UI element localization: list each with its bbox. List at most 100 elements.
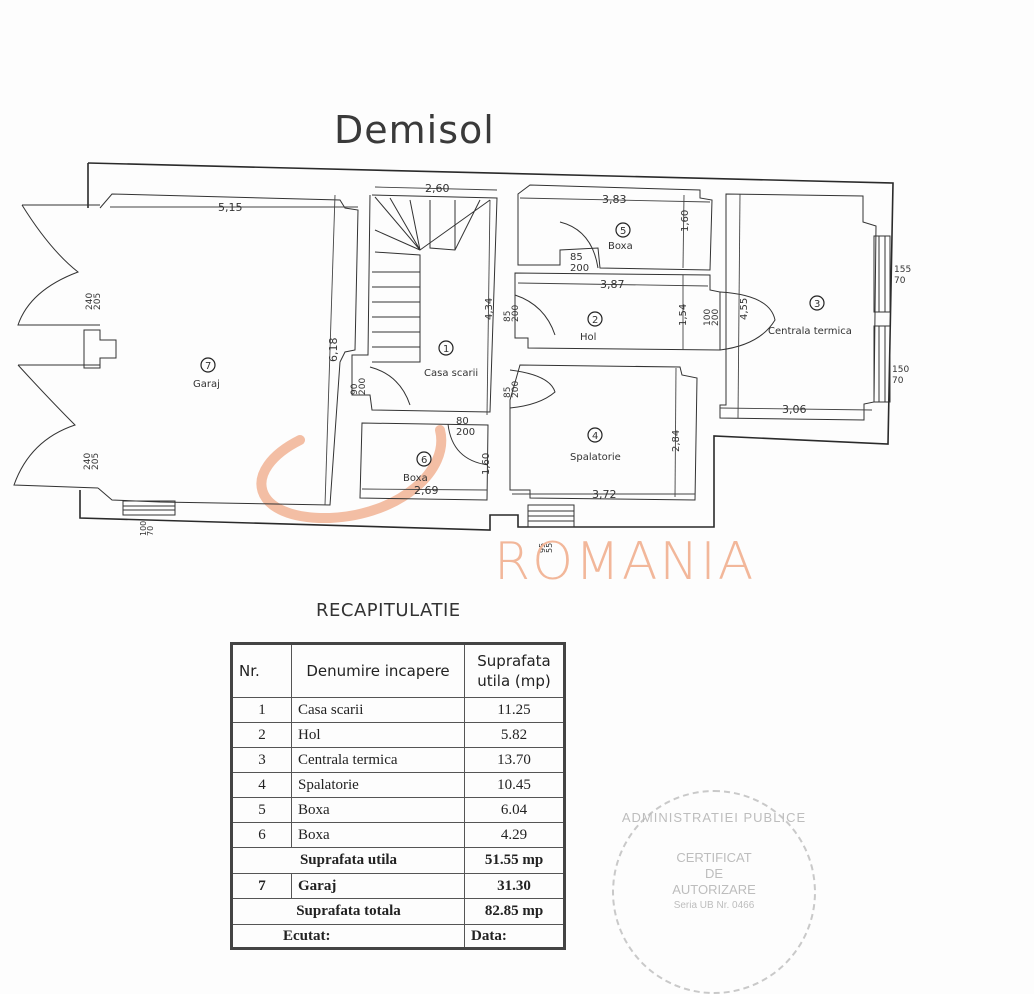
spalatorie-walls xyxy=(509,364,698,501)
room-number-2: 2 xyxy=(592,315,598,326)
window-garaj xyxy=(122,500,176,516)
stamp-line2: DE xyxy=(704,866,724,881)
date-label: Data: xyxy=(464,924,565,949)
boxa6-walls xyxy=(359,422,489,501)
recap-title: RECAPITULATIE xyxy=(316,600,461,621)
table-row: 1 Casa scarii 11.25 xyxy=(231,697,565,723)
header-area: Suprafata utila (mp) xyxy=(464,643,565,698)
garage-door-bottom xyxy=(13,364,100,489)
door-label-stair-w: 90 xyxy=(350,383,360,395)
floor-plan-page: Demisol 5,15 6,18 240 205 240 205 100 70… xyxy=(13,108,911,994)
room-number-circle-7 xyxy=(200,357,216,373)
dim-centrala-height: 4,55 xyxy=(739,298,750,320)
window-label-spalatorie-w: 95 xyxy=(538,543,547,553)
stamp-ring-text: ADMINISTRATIEI PUBLICE xyxy=(621,810,807,825)
door-label-boxa6-w: 80 xyxy=(456,416,469,427)
header-name: Denumire incapere xyxy=(291,643,465,698)
watermark-swoosh-icon xyxy=(256,425,447,524)
boxa5-walls xyxy=(517,184,713,271)
room-label-hol: Hol xyxy=(580,332,596,343)
window-label-centrala-bottom-h: 70 xyxy=(892,376,904,386)
watermark-text: ROMANIA xyxy=(494,532,756,592)
door-spalatorie xyxy=(509,369,556,409)
window-label-centrala-top-w: 155 xyxy=(894,265,911,275)
authorization-stamp: ADMINISTRATIEI PUBLICE CERTIFICAT DE AUT… xyxy=(612,790,816,994)
row-name: Casa scarii xyxy=(291,697,465,723)
door-label-spalatorie-h: 200 xyxy=(511,381,521,398)
table-row: 3 Centrala termica 13.70 xyxy=(231,747,565,773)
door-boxa5 xyxy=(559,221,599,269)
door-label-boxa5-h: 200 xyxy=(570,263,589,274)
door-label-centrala-w: 100 xyxy=(703,309,713,326)
dim-stair-width: 2,60 xyxy=(425,182,450,195)
window-label-centrala-top-h: 70 xyxy=(894,276,906,286)
dim-stair-height: 4,34 xyxy=(484,298,495,320)
garaj-walls xyxy=(97,193,359,506)
window-centrala-bottom xyxy=(873,325,891,403)
door-label-stair-h: 200 xyxy=(358,378,368,395)
header-area-line2: utila (mp) xyxy=(477,672,551,690)
row-nr: 2 xyxy=(231,722,292,748)
row-nr: 6 xyxy=(231,822,292,848)
garage-name: Garaj xyxy=(291,873,465,899)
table-row: 2 Hol 5.82 xyxy=(231,722,565,748)
door-label-garage-top-h: 205 xyxy=(93,293,103,310)
garage-area: 31.30 xyxy=(464,873,565,899)
garage-nr: 7 xyxy=(231,873,292,899)
plan-title: Demisol xyxy=(334,108,495,152)
room-number-circle-3 xyxy=(809,295,825,311)
dim-hol-height: 1,54 xyxy=(678,304,689,326)
row-name: Spalatorie xyxy=(291,772,465,798)
row-area: 6.04 xyxy=(464,797,565,823)
recap-header-row: Nr. Denumire incapere Suprafata utila (m… xyxy=(231,643,565,698)
door-hol-left xyxy=(514,294,556,336)
door-label-garage-bottom-h: 205 xyxy=(91,453,101,470)
subtotal-label: Suprafata utila xyxy=(231,847,465,874)
door-label-boxa5-w: 85 xyxy=(570,252,583,263)
window-label-garaj-h: 70 xyxy=(146,526,155,536)
garage-door-top xyxy=(17,204,100,326)
stamp-line1: CERTIFICAT xyxy=(676,850,752,865)
total-row: Suprafata totala 82.85 mp xyxy=(231,898,565,925)
room-number-4: 4 xyxy=(592,431,598,442)
subtotal-row: Suprafata utila 51.55 mp xyxy=(231,847,565,874)
dim-hol-width: 3,87 xyxy=(600,278,625,291)
room-number-3: 3 xyxy=(814,299,820,310)
header-nr: Nr. xyxy=(231,643,292,698)
window-centrala-top xyxy=(873,235,891,313)
table-row: 6 Boxa 4.29 xyxy=(231,822,565,848)
room-number-circle-6 xyxy=(416,451,432,467)
dim-garaj-height: 6,18 xyxy=(327,338,340,363)
room-number-circle-2 xyxy=(587,311,603,327)
garage-row: 7 Garaj 31.30 xyxy=(231,873,565,899)
dim-boxa6-height: 1,60 xyxy=(481,453,492,475)
centrala-walls xyxy=(719,193,877,421)
total-label: Suprafata totala xyxy=(231,898,465,925)
row-area: 4.29 xyxy=(464,822,565,848)
row-name: Boxa xyxy=(291,797,465,823)
room-number-7: 7 xyxy=(205,361,211,372)
door-label-centrala-h: 200 xyxy=(711,309,721,326)
door-stair-left xyxy=(369,366,411,406)
door-label-spalatorie-w: 85 xyxy=(503,387,513,398)
dim-boxa5-height: 1,60 xyxy=(680,210,691,232)
row-area: 10.45 xyxy=(464,772,565,798)
room-number-6: 6 xyxy=(421,455,427,466)
row-nr: 1 xyxy=(231,697,292,723)
executed-label: Ecutat: xyxy=(231,924,465,949)
room-number-1: 1 xyxy=(443,344,449,355)
dim-spalatorie-height: 2,84 xyxy=(671,430,682,452)
stair-room-walls xyxy=(351,194,498,413)
row-name: Boxa xyxy=(291,822,465,848)
row-nr: 5 xyxy=(231,797,292,823)
door-label-hol-left-w: 85 xyxy=(503,311,513,322)
room-number-circle-4 xyxy=(587,427,603,443)
garage-pillar xyxy=(83,329,117,369)
total-value: 82.85 mp xyxy=(464,898,565,925)
room-number-circle-1 xyxy=(438,340,454,356)
row-area: 11.25 xyxy=(464,697,565,723)
door-centrala xyxy=(719,291,776,351)
room-label-spalatorie: Spalatorie xyxy=(570,452,621,463)
dim-garaj-width: 5,15 xyxy=(218,201,243,214)
table-row: 4 Spalatorie 10.45 xyxy=(231,772,565,798)
